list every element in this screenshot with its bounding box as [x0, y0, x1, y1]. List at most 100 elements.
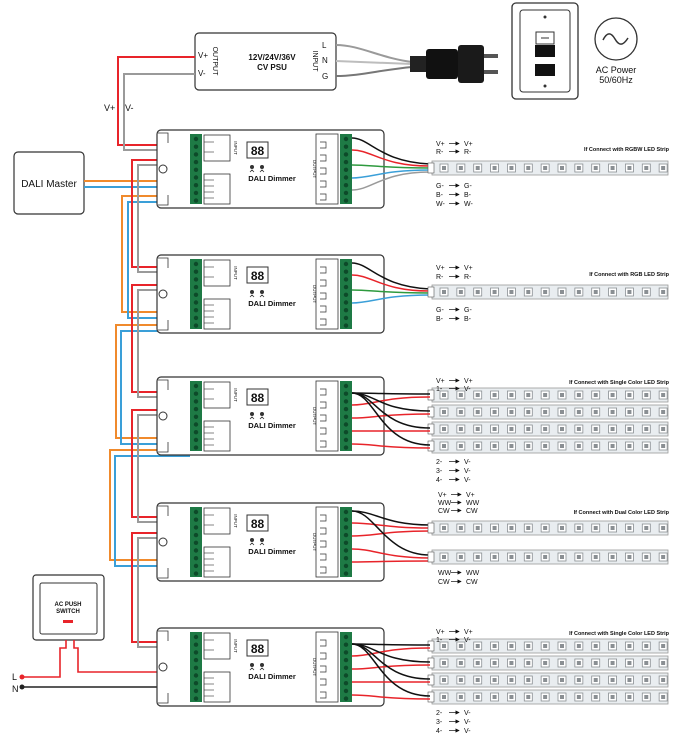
led-emitter [543, 661, 548, 665]
led-emitter [492, 444, 497, 448]
led-emitter [610, 526, 615, 530]
led-emitter [543, 555, 548, 559]
ac-label-2: 50/60Hz [599, 75, 633, 85]
terminal-screw-icon [193, 190, 199, 196]
output-wire [351, 262, 431, 290]
single-strip [427, 672, 669, 688]
led-emitter [644, 290, 649, 294]
output-wire [351, 643, 431, 697]
terminal-screw-icon [193, 642, 199, 647]
led-emitter [458, 644, 463, 648]
single-top-to-1: V- [464, 637, 471, 644]
mount-hole-icon [158, 662, 168, 672]
terminal-screw-icon [343, 571, 349, 576]
led-emitter [492, 644, 497, 648]
dali-chain-blue-3 [114, 455, 190, 567]
psu-input-label: INPUT [311, 51, 318, 73]
led-emitter [610, 393, 615, 397]
dali-chain-blue-2 [120, 330, 190, 445]
psu-title-2: CV PSU [257, 63, 287, 72]
led-emitter [526, 678, 531, 682]
output-wire [351, 171, 431, 191]
dual-bottom-from-0: WW [438, 570, 452, 577]
rgbw-title: If Connect with RGBW LED Strip [584, 147, 670, 153]
single-title: If Connect with Single Color LED Strip [569, 380, 670, 386]
wall-outlet [511, 2, 579, 100]
single-bottom-to-2: V- [464, 728, 471, 735]
dimmer-label: DALI Dimmer [248, 421, 296, 430]
led-emitter [610, 555, 615, 559]
led-emitter [475, 644, 480, 648]
led-emitter [526, 526, 531, 530]
output-wire [351, 548, 431, 559]
led-emitter [492, 290, 497, 294]
dual-top-to-1: WW [466, 500, 480, 507]
terminal-screw-icon [193, 144, 199, 149]
terminal-screw-icon [193, 300, 199, 305]
terminal-screw-icon [343, 190, 349, 196]
strip-connector [427, 657, 435, 669]
led-emitter [627, 444, 632, 448]
strip-connector [427, 640, 435, 652]
led-emitter [492, 166, 497, 170]
led-emitter [644, 644, 649, 648]
led-emitter [492, 410, 497, 414]
led-emitter [593, 290, 598, 294]
led-emitter [492, 526, 497, 530]
rgb-top-from-0: V+ [436, 265, 445, 272]
led-emitter [509, 555, 514, 559]
led-emitter [492, 427, 497, 431]
led-emitter [576, 444, 581, 448]
psu-vminus: V- [198, 69, 206, 78]
dimmer-output-label: OUTPUT [312, 285, 317, 304]
led-emitter [543, 290, 548, 294]
led-emitter [526, 444, 531, 448]
button-icon [250, 538, 254, 542]
output-channel-symbol [320, 414, 327, 422]
terminal-screw-icon [193, 657, 199, 663]
led-emitter [610, 410, 615, 414]
output-box [315, 631, 339, 703]
rgb-strip-group: If Connect with RGB LED StripV+V+R-R-G-G… [427, 265, 670, 323]
single-strip [427, 438, 669, 454]
led-emitter [526, 555, 531, 559]
led-emitter [576, 427, 581, 431]
corner-marks [158, 132, 169, 206]
terminal-screw-icon [343, 315, 349, 321]
terminal-screw-icon [343, 525, 349, 530]
output-channel-symbol [320, 540, 327, 548]
terminal-screw-icon [193, 548, 199, 553]
rgbw-top-to-0: V+ [464, 141, 473, 148]
led-emitter [644, 444, 649, 448]
terminal-screw-icon [193, 175, 199, 180]
output-channel-symbol [320, 440, 327, 448]
led-emitter [526, 166, 531, 170]
dual-top-from-0: V+ [438, 492, 447, 499]
terminal-screw-icon [193, 665, 199, 670]
led-emitter [543, 695, 548, 699]
dali-chain-orange-1 [121, 195, 190, 313]
digit-display-text: 88 [251, 517, 265, 531]
output-channel-symbol [320, 665, 327, 673]
output-wire [351, 294, 431, 304]
led-emitter [458, 661, 463, 665]
led-emitter [593, 410, 598, 414]
terminal-screw-icon [193, 284, 199, 290]
terminal-screw-icon [193, 571, 199, 576]
mount-hole-icon [158, 164, 168, 174]
single-bottom-from-2: 4- [436, 477, 443, 484]
rgbw-top-from-1: R- [436, 149, 444, 156]
terminal-screw-icon [193, 634, 199, 640]
button-arrows [249, 667, 265, 671]
dimmer-input-label: INPUT [233, 388, 238, 402]
terminal-screw-icon [343, 650, 349, 655]
rgbw-bottom-to-1: B- [464, 192, 472, 199]
led-emitter [509, 427, 514, 431]
terminal-screw-icon [343, 391, 349, 396]
led-emitter [576, 695, 581, 699]
led-emitter [593, 427, 598, 431]
terminal-screw-icon [343, 300, 349, 305]
